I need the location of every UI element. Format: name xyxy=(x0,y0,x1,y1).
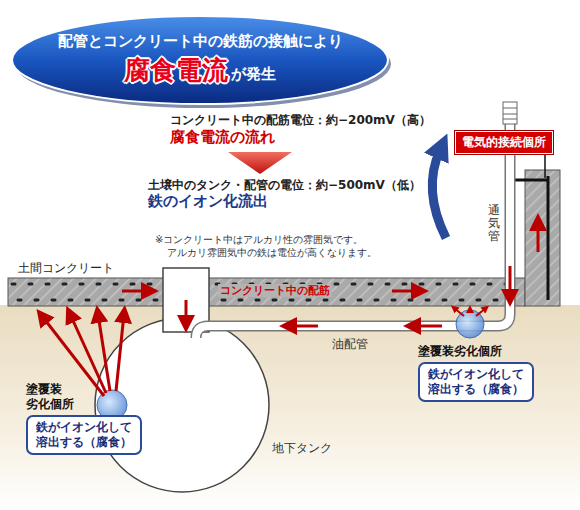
potential-note: コンクリート中の配筋電位：約−200mV（高） xyxy=(170,112,431,129)
pipe-label: 油配管 xyxy=(332,336,368,353)
outflow-heading: 鉄のイオン化流出 xyxy=(148,192,268,211)
damage-box: 鉄がイオン化して溶出する（腐食） xyxy=(418,362,534,402)
box-text: 電気的接続個所 xyxy=(462,134,546,151)
soil xyxy=(0,305,580,510)
vent-pipe-label: 通気管 xyxy=(488,204,500,244)
tank-label: 地下タンク xyxy=(272,440,332,457)
banner-suffix: が発生 xyxy=(231,65,276,83)
ion-outflow-arrows xyxy=(454,308,486,316)
connection-box: 電気的接続個所 xyxy=(455,131,553,154)
damage-text: 鉄がイオン化して溶出する（腐食） xyxy=(426,367,526,397)
underground-tank xyxy=(95,268,269,492)
rebar-label: コンクリート中の配筋 xyxy=(218,284,332,297)
footnote: ※コンクリート中はアルカリ性の雰囲気です。 xyxy=(155,233,363,247)
concrete-pillar xyxy=(515,153,560,306)
flow-heading: 腐食電流の流れ xyxy=(170,128,275,147)
banner-text: 配管とコンクリート中の鉄筋の接触により腐食電流が発生 xyxy=(8,10,392,110)
damage-heading: 塗覆装 劣化個所 xyxy=(26,382,78,412)
banner-line: 配管とコンクリート中の鉄筋の接触により xyxy=(58,32,343,51)
flow-triangle xyxy=(228,152,292,174)
return-arrow xyxy=(432,150,446,238)
potential-note: 土壌中のタンク・配管の電位：約−500mV（低） xyxy=(148,177,421,194)
damage-callout: 塗覆装 劣化個所鉄がイオン化して溶出する（腐食） xyxy=(26,382,142,455)
slab-label: 土間コンクリート xyxy=(18,260,114,277)
damage-box: 鉄がイオン化して溶出する（腐食） xyxy=(26,415,142,455)
corrosion-current-arrows xyxy=(42,222,538,396)
damage-heading: 塗覆装劣化個所 xyxy=(418,344,534,359)
banner-row: 腐食電流が発生 xyxy=(124,53,276,88)
damage-text: 鉄がイオン化して溶出する（腐食） xyxy=(34,420,134,450)
damage-callout: 塗覆装劣化個所鉄がイオン化して溶出する（腐食） xyxy=(418,344,534,402)
footnote: アルカリ雰囲気中の鉄は電位が高くなります。 xyxy=(167,246,377,260)
concrete-slab xyxy=(8,278,525,306)
banner-emphasis: 腐食電流 xyxy=(124,55,228,85)
title-banner: 配管とコンクリート中の鉄筋の接触により腐食電流が発生 xyxy=(8,10,392,110)
